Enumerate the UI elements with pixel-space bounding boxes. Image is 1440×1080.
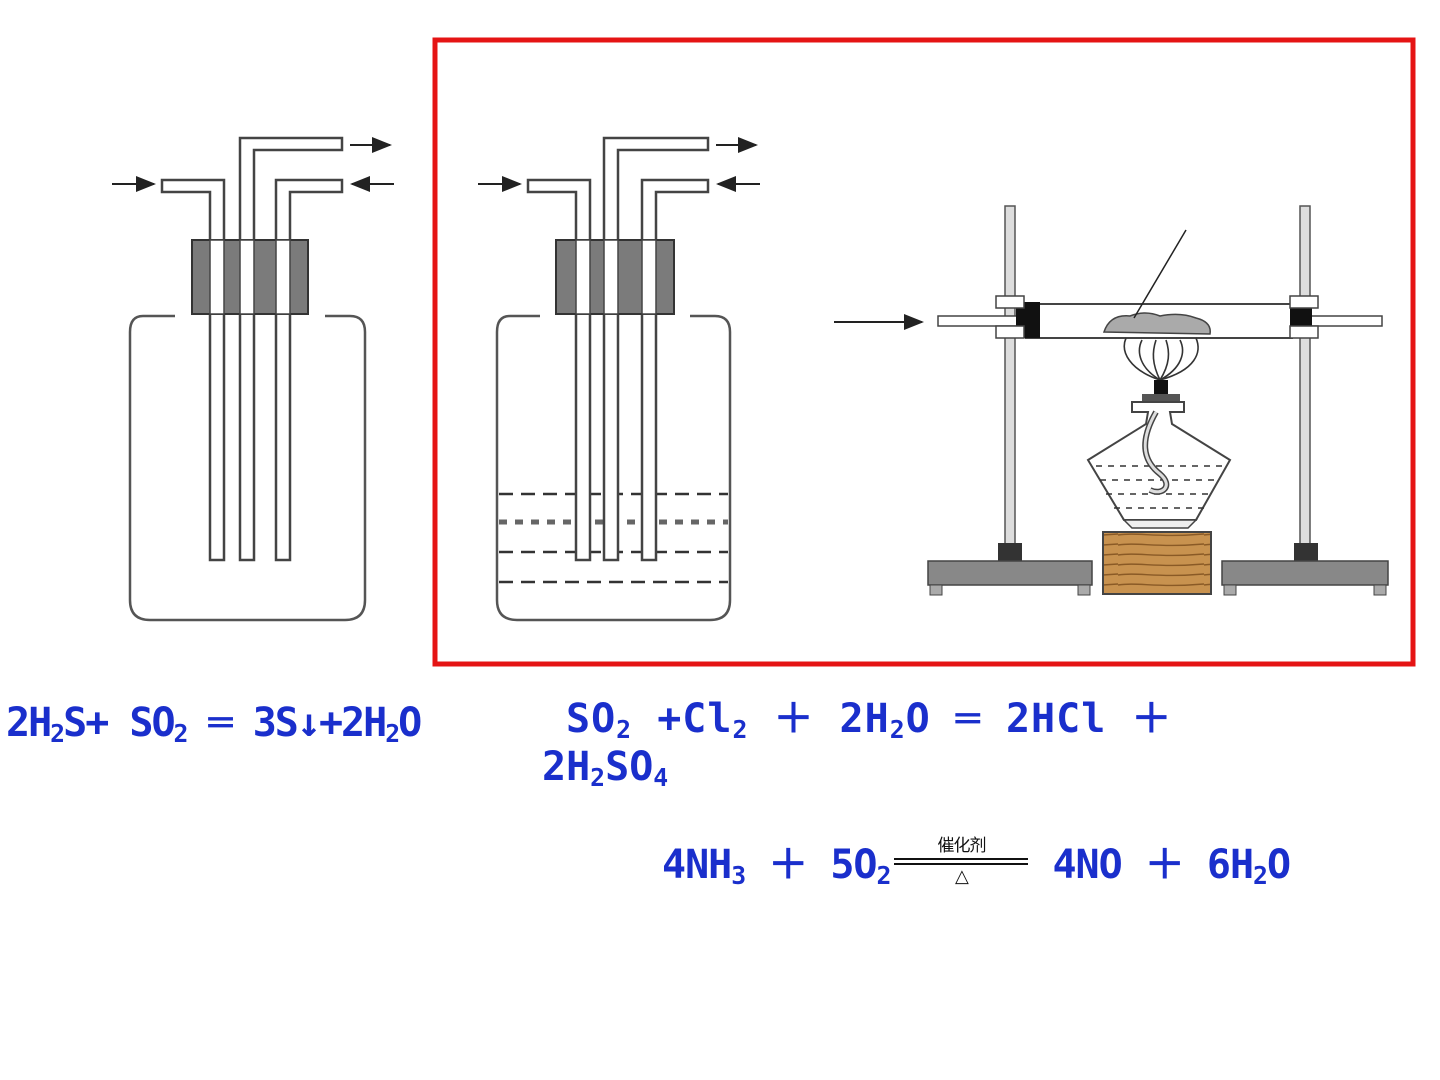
equation-nh3-oxidation: 4NH3 ＋ 5O2 催化剂 △ 4NO ＋ 6H2O [662, 832, 1291, 891]
eq3-reactants: 4NH3 ＋ 5O2 [662, 842, 891, 891]
catalyst-label: 催化剂 [937, 835, 986, 856]
wooden-block [1102, 531, 1212, 595]
equals-double-line [894, 857, 1029, 865]
heated-tube-apparatus [834, 205, 1389, 596]
highlight-frame [432, 37, 1416, 667]
equation-h2s-so2: 2H2S+ SO2 ═ 3S↓+2H2O [6, 700, 422, 749]
heat-symbol: △ [955, 865, 969, 887]
flame [1123, 337, 1199, 381]
stand-rod-left [1004, 205, 1016, 547]
reaction-condition: 催化剂 △ [894, 835, 1029, 887]
alcohol-lamp [1086, 380, 1232, 529]
equation-so2-cl2-line1: SO2 +Cl2 ＋ 2H2O ═ 2HCl ＋ [566, 696, 1173, 745]
eq3-products: 4NO ＋ 6H2O [1052, 842, 1291, 891]
gas-washing-bottle-empty [112, 136, 394, 622]
gas-washing-bottle-liquid [478, 136, 760, 622]
pointer-line [1133, 229, 1187, 319]
equation-so2-cl2-line2: 2H2SO4 [542, 744, 669, 793]
stand-base-left [927, 560, 1093, 586]
stand-base-right [1221, 560, 1389, 586]
stand-rod-right [1299, 205, 1311, 547]
catalyst-sample [1102, 312, 1211, 335]
